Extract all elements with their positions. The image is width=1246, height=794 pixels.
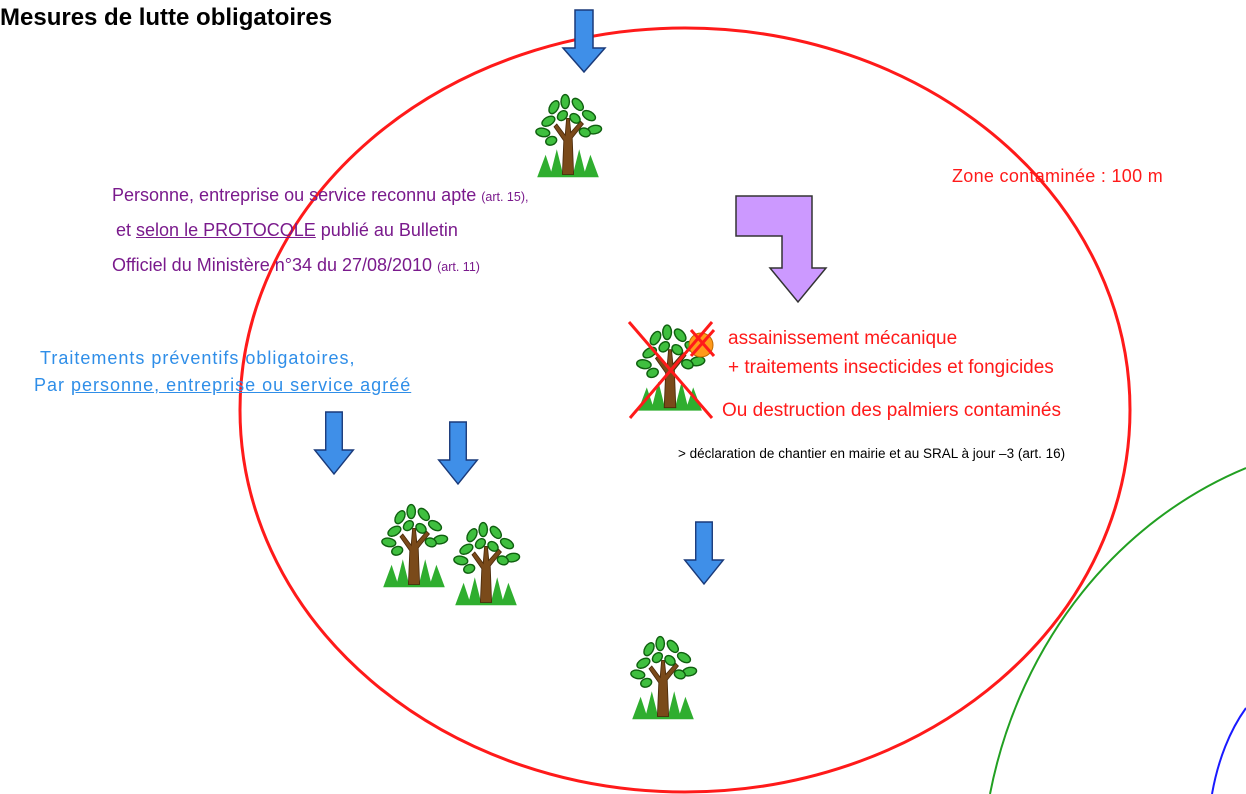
outer-zone-blue-arc bbox=[1211, 707, 1246, 794]
approved-line-2-pre: et bbox=[116, 220, 132, 240]
approved-line-2-post: publié au Bulletin bbox=[320, 220, 458, 240]
outer-zone-green-arc bbox=[989, 467, 1246, 794]
declaration-note: > déclaration de chantier en mairie et a… bbox=[678, 446, 1066, 461]
tree-icon bbox=[534, 93, 603, 178]
contaminated-zone-circle bbox=[238, 26, 1132, 794]
preventive-line-2: Par personne, entreprise ou service agré… bbox=[34, 375, 411, 396]
approved-line-1-ref: (art. 15), bbox=[481, 190, 529, 204]
approved-line-1: Personne, entreprise ou service reconnu … bbox=[112, 185, 528, 206]
down-arrow-icon bbox=[437, 421, 479, 485]
down-arrow-icon bbox=[683, 521, 725, 585]
approved-service-link[interactable]: personne, entreprise ou service agréé bbox=[71, 375, 412, 395]
bent-arrow-icon bbox=[735, 195, 828, 304]
approved-line-1-text: Personne, entreprise ou service reconnu … bbox=[112, 185, 477, 205]
sanitation-line-3: Ou destruction des palmiers contaminés bbox=[722, 400, 1061, 421]
sanitation-line-1: assainissement mécanique bbox=[728, 328, 958, 349]
tree-icon bbox=[629, 635, 698, 720]
tree-icon bbox=[380, 503, 449, 588]
protocol-link[interactable]: selon le PROTOCOLE bbox=[136, 220, 316, 240]
approved-line-3: Officiel du Ministère n°34 du 27/08/2010… bbox=[112, 255, 480, 276]
approved-line-2: et selon le PROTOCOLE publié au Bulletin bbox=[116, 220, 458, 241]
preventive-line-2-pre: Par bbox=[34, 375, 66, 395]
zone-label: Zone contaminée : 100 m bbox=[952, 166, 1164, 186]
tree-icon bbox=[452, 521, 521, 606]
sanitation-line-2: + traitements insecticides et fongicides bbox=[728, 357, 1054, 378]
page-title: Mesures de lutte obligatoires bbox=[0, 4, 333, 31]
preventive-line-1: Traitements préventifs obligatoires, bbox=[40, 348, 356, 368]
down-arrow-icon bbox=[313, 411, 355, 475]
approved-line-3-text: Officiel du Ministère n°34 du 27/08/2010 bbox=[112, 255, 433, 275]
approved-line-3-ref: (art. 11) bbox=[437, 260, 480, 274]
